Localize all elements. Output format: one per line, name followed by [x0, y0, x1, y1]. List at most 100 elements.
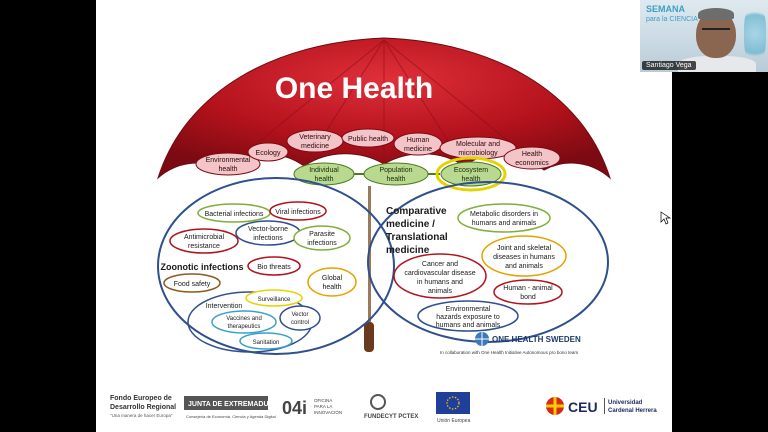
item-joint-label-2: diseases in humans: [493, 254, 555, 261]
pill-health-econ-label: Health: [522, 151, 542, 158]
junta-sub: Consejería de Economía, Ciencia y Agenda…: [186, 414, 276, 419]
ceu-univ-2: Cardenal Herrera: [608, 408, 657, 414]
comparative-title-4: medicine: [386, 245, 430, 256]
umbrella-ribs: [223, 39, 545, 171]
one-health-sweden-brand: ONE HEALTH SWEDEN In collaboration with …: [440, 332, 581, 355]
pill-ecology: [247, 142, 289, 162]
item-human-animal-bond: [493, 279, 563, 305]
chain-individual-label-2: health: [314, 176, 333, 183]
speaker-name-tag: Santiago Vega: [642, 61, 696, 70]
item-joint-label: Joint and skeletal: [497, 245, 552, 252]
chain-individual-label: Individual: [309, 167, 339, 174]
item-sanitation-label: Sanitation: [253, 340, 280, 346]
item-joint-label-3: and animals: [505, 263, 543, 270]
item-vaccines: [211, 310, 277, 334]
webcam-tile[interactable]: SEMANA para la CIENCIA Santiago Vega: [640, 0, 768, 72]
fundecyt-logo: FUNDECYT PCTEX: [364, 414, 418, 420]
chain-population-label-2: health: [386, 176, 405, 183]
chain-ecosystem-label-2: health: [461, 176, 480, 183]
speaker-glasses: [702, 28, 730, 34]
item-surveillance-label: Surveillance: [258, 297, 291, 303]
item-vector-label-2: infections: [253, 235, 283, 242]
item-antimicrobial-label-2: resistance: [188, 243, 220, 250]
item-cancer-label: Cancer and: [422, 261, 458, 268]
presentation-slide: One Health Environmental health Ecology …: [96, 0, 672, 432]
brand-sub: In collaboration with One Health Initiat…: [440, 350, 578, 355]
speaker-shirt: [678, 56, 756, 72]
item-surveillance: [245, 289, 303, 307]
feder-line2: Desarrollo Regional: [110, 404, 176, 411]
pill-molecular-label: Molecular and: [456, 141, 500, 148]
umbrella-shaft: [368, 186, 371, 324]
mouse-cursor-icon: [660, 211, 672, 225]
item-global-label: Global: [322, 275, 343, 282]
item-vaccines-label-2: therapeutics: [228, 324, 261, 330]
footer-logos: Fondo Europeo de Desarrollo Regional "Un…: [110, 392, 657, 424]
one-health-diagram: One Health Environmental health Ecology …: [110, 37, 672, 424]
eu-flag-icon: [436, 392, 470, 414]
item-sanitation: [239, 332, 293, 350]
webcam-event-logo: SEMANA: [646, 4, 686, 14]
item-vaccines-label: Vaccines and: [226, 316, 262, 322]
brand-name: ONE HEALTH SWEDEN: [492, 335, 581, 344]
item-parasite-label-2: infections: [307, 240, 337, 247]
item-antimicrobial-label: Antimicrobial: [184, 234, 225, 241]
pill-veterinary-label: Veterinary: [299, 134, 331, 141]
item-vector-label: Vector-borne: [248, 226, 288, 233]
comparative-title-2: medicine /: [386, 219, 435, 230]
item-vector-control-label-2: control: [291, 320, 309, 326]
speaker-hair: [698, 8, 734, 20]
chain-population-label: Population: [379, 167, 412, 174]
brand-globe-icon-lines: [475, 332, 489, 346]
umbrella-items: Environmental health Ecology Veterinary …: [195, 128, 561, 176]
item-food-safety: [163, 273, 221, 293]
item-hazards-label-3: humans and animals: [436, 322, 501, 329]
eu-stars-icon: [446, 396, 460, 410]
item-viral-label: Viral infections: [275, 209, 321, 216]
item-metabolic: [457, 203, 551, 233]
item-bacterial-label: Bacterial infections: [205, 211, 264, 218]
pill-veterinary-label-2: medicine: [301, 143, 329, 150]
webcam-event-logo-sub: para la CIENCIA: [646, 16, 698, 23]
item-global-health: [307, 267, 357, 297]
zoonotic-ellipse: [157, 177, 395, 355]
zoonotic-items: Bacterial infections Viral infections An…: [161, 201, 357, 353]
item-viral: [269, 201, 327, 221]
item-cancer: [393, 253, 487, 299]
item-global-label-2: health: [322, 284, 341, 291]
item-cancer-label-4: animals: [428, 288, 453, 295]
item-bio-threats-label: Bio threats: [257, 264, 291, 271]
item-metabolic-label: Metabolic disorders in: [470, 211, 538, 218]
item-parasite: [293, 225, 351, 251]
item-cancer-label-3: in humans and: [417, 279, 463, 286]
item-parasite-label: Parasite: [309, 231, 335, 238]
ecosystem-highlight-ring: [435, 156, 507, 192]
item-hazards-label-2: hazards exposure to: [436, 314, 500, 321]
pill-molecular-label-2: microbiology: [458, 150, 498, 157]
ceu-logo: CEU: [568, 399, 598, 415]
item-food-label: Food safety: [174, 281, 211, 288]
pill-environmental-health: [195, 152, 261, 176]
pill-health-econ-label-2: economics: [515, 160, 549, 167]
comparative-title-1: Comparative: [386, 206, 447, 217]
zoonotic-title: Zoonotic infections: [161, 262, 244, 272]
ceu-divider: [604, 398, 605, 414]
fundecyt-logo-icon: [370, 394, 386, 410]
pill-environmental-health-label-2: health: [218, 166, 237, 173]
comparative-title-3: Translational: [386, 232, 448, 243]
slide-title: One Health: [275, 72, 433, 105]
feder-line1: Fondo Europeo de: [110, 395, 172, 402]
umbrella-handle: [364, 322, 374, 352]
eu-label: Unión Europea: [437, 418, 471, 424]
oficina-text-2: PARA LA: [314, 404, 332, 409]
water-splash-graphic: [744, 4, 766, 64]
oficina-text-1: OFICINA: [314, 398, 332, 403]
pill-health-economics: [503, 146, 561, 170]
item-environmental-hazards: [417, 300, 519, 332]
item-cancer-label-2: cardiovascular disease: [404, 270, 475, 277]
ceu-crest-cross-icon: [546, 397, 564, 415]
oficina-mark: 04i: [282, 398, 307, 418]
pill-environmental-health-label: Environmental: [206, 157, 251, 164]
junta-logo-box: [184, 396, 268, 410]
